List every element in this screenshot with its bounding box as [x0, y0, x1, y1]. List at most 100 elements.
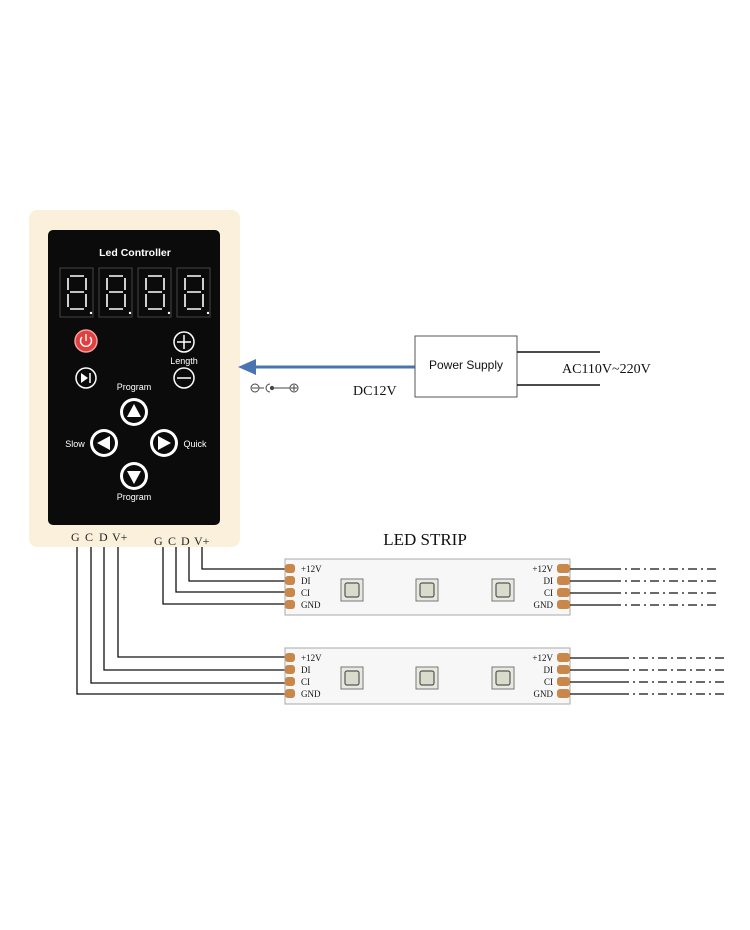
- strip2-output-wires: [570, 657, 620, 695]
- minus-button-circle[interactable]: [173, 367, 195, 389]
- power-button[interactable]: [74, 329, 98, 353]
- pad-copper: [557, 653, 570, 662]
- led-lens: [495, 582, 511, 598]
- quick-right-button[interactable]: [150, 429, 178, 457]
- led-lens: [419, 582, 435, 598]
- decimal-dot: [128, 311, 132, 315]
- slow-label: Slow: [65, 439, 85, 449]
- led-strip-title: LED STRIP: [383, 530, 467, 549]
- length-label: Length: [170, 356, 198, 366]
- plus-button-circle[interactable]: [173, 331, 195, 353]
- wire-d-strip1: [188, 547, 285, 582]
- led-controller: Led Controller Length: [29, 210, 240, 548]
- digit-frame: [59, 267, 94, 318]
- power-arrow-head-icon: [238, 359, 256, 375]
- digit-2: [106, 275, 126, 310]
- controller-title: Led Controller: [99, 247, 171, 259]
- digit-3: [145, 275, 165, 310]
- play-pause-button[interactable]: [75, 367, 97, 389]
- pin-ci: CI: [544, 588, 553, 598]
- program-label-top: Program: [117, 382, 152, 392]
- strip2-right-pins: +12V DI CI GND: [532, 653, 553, 699]
- terminal-g: G: [154, 534, 163, 548]
- terminal-g: G: [71, 530, 80, 544]
- terminal-d: D: [99, 530, 108, 544]
- controller-wires: [76, 547, 285, 695]
- triangle-right-icon: [158, 436, 171, 450]
- pad-copper: [285, 665, 295, 674]
- pin-ci: CI: [544, 677, 553, 687]
- wire-c-strip1: [175, 547, 285, 593]
- wire-g-strip2: [76, 547, 285, 695]
- ac-voltage-label: AC110V~220V: [562, 362, 651, 377]
- pad-copper: [557, 677, 570, 686]
- pin-gnd: GND: [301, 689, 321, 699]
- wire-v-strip2: [117, 547, 285, 658]
- strip1-output-wires: [570, 568, 612, 606]
- pin-12v: +12V: [532, 653, 553, 663]
- digit-1: [67, 275, 87, 310]
- plus-icon: [177, 335, 191, 349]
- pin-di: DI: [301, 665, 311, 675]
- strip1-right-pins: +12V DI CI GND: [532, 564, 553, 610]
- program-label-bottom: Program: [117, 492, 152, 502]
- pad-copper: [557, 588, 570, 597]
- power-icon: [79, 336, 93, 347]
- digit-frame: [176, 267, 211, 318]
- pin-gnd: GND: [534, 600, 554, 610]
- strip2-continuation-wires: [620, 657, 724, 695]
- led-lens: [344, 670, 360, 686]
- power-supply-label: Power Supply: [429, 358, 503, 372]
- length-plus-button[interactable]: [173, 331, 195, 353]
- decimal-dot: [206, 311, 210, 315]
- strip2-left-pins: +12V DI CI GND: [301, 653, 322, 699]
- pin-di: DI: [301, 576, 311, 586]
- wire-g-strip1: [162, 547, 285, 605]
- terminal-vplus: V+: [194, 534, 210, 548]
- pin-ci: CI: [301, 677, 310, 687]
- seven-segment-display: [59, 267, 211, 318]
- length-minus-button[interactable]: [173, 367, 195, 389]
- power-supply-section: DC12V Power Supply AC110V~220V: [238, 335, 651, 399]
- wire-c-strip2: [90, 547, 285, 684]
- pad-copper: [285, 600, 295, 609]
- slow-left-button[interactable]: [90, 429, 118, 457]
- decimal-dot: [89, 311, 93, 315]
- program-up-button[interactable]: [120, 398, 148, 426]
- pad-copper: [285, 588, 295, 597]
- digit-frame: [137, 267, 172, 318]
- pad-copper: [557, 665, 570, 674]
- led-strip-2: +12V DI CI GND +12V DI CI GND: [284, 647, 724, 705]
- pin-di: DI: [544, 665, 554, 675]
- pad-copper: [285, 689, 295, 698]
- pad-copper: [557, 689, 570, 698]
- play-pause-icon: [81, 373, 88, 383]
- terminal-labels-left: G C D V+: [71, 530, 128, 544]
- terminal-c: C: [168, 534, 176, 548]
- wire-v-strip1: [201, 547, 285, 570]
- pin-gnd: GND: [534, 689, 554, 699]
- pin-12v: +12V: [301, 653, 322, 663]
- led-lens: [344, 582, 360, 598]
- led-lens: [419, 670, 435, 686]
- pad-copper: [285, 564, 295, 573]
- led-strip-1: +12V DI CI GND +12V DI CI GND: [284, 558, 718, 616]
- pin-gnd: GND: [301, 600, 321, 610]
- dc-polarity-icon: [250, 383, 299, 393]
- pin-ci: CI: [301, 588, 310, 598]
- program-down-button[interactable]: [120, 462, 148, 490]
- terminal-d: D: [181, 534, 190, 548]
- strip1-continuation-wires: [612, 568, 718, 606]
- pin-di: DI: [544, 576, 554, 586]
- pin-12v: +12V: [532, 564, 553, 574]
- play-pause-circle[interactable]: [75, 367, 97, 389]
- digit-frame: [98, 267, 133, 318]
- pad-copper: [557, 600, 570, 609]
- pad-copper: [557, 564, 570, 573]
- pad-copper: [285, 677, 295, 686]
- triangle-left-icon: [97, 436, 110, 450]
- wire-d-strip2: [103, 547, 285, 671]
- pad-copper: [285, 576, 295, 585]
- strip1-left-pins: +12V DI CI GND: [301, 564, 322, 610]
